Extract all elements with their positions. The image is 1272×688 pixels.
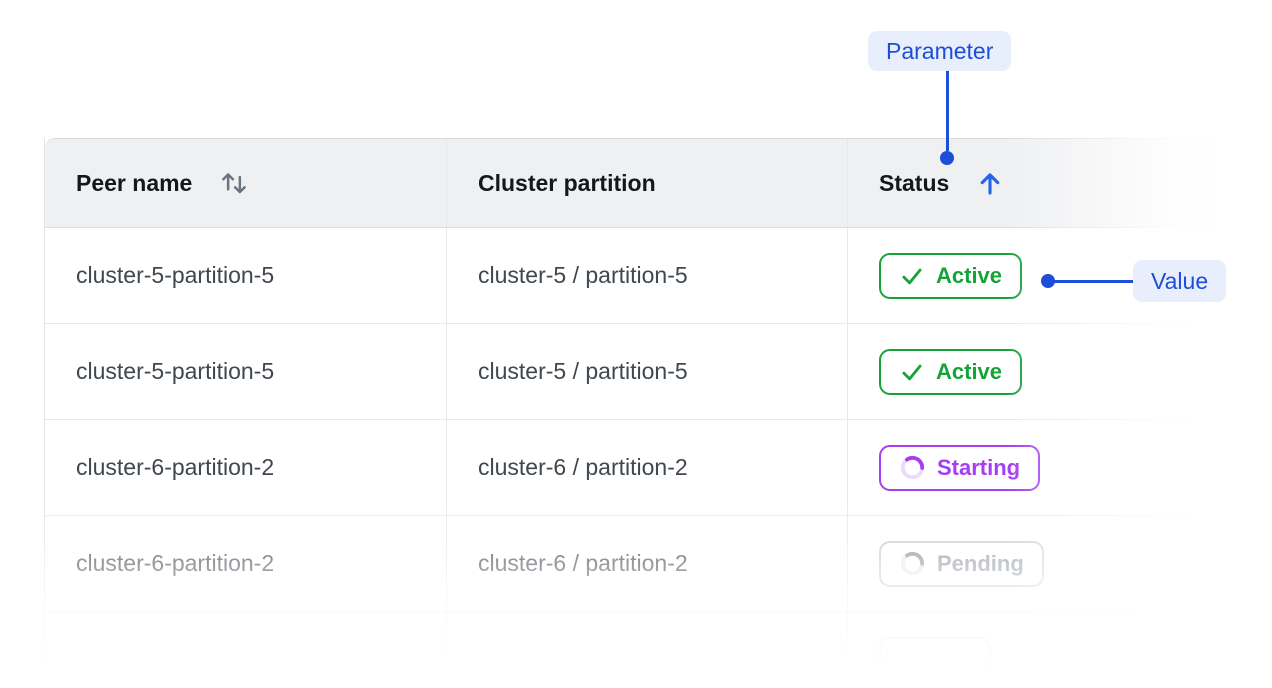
status-label: Active (936, 358, 1003, 384)
check-icon (902, 364, 922, 380)
column-label: Peer name (76, 169, 193, 196)
column-header-status[interactable]: Status (848, 139, 1272, 227)
status-badge (879, 636, 991, 683)
peer-name-cell: cluster-5-partition-5 (45, 228, 447, 323)
spinner-icon (900, 455, 925, 480)
status-cell: Active (848, 324, 1272, 419)
sort-both-icon[interactable] (218, 167, 250, 199)
value-annotation-pill: Value (1133, 260, 1227, 302)
table-row[interactable]: cluster-5-partition-5 cluster-5 / partit… (45, 228, 1272, 324)
column-label: Cluster partition (478, 169, 656, 196)
table-header-row: Peer name Cluster partition Status (45, 138, 1272, 228)
column-label: Status (879, 169, 950, 196)
status-badge-pending: Pending (879, 540, 1044, 587)
peer-name-cell: cluster-6-partition-2 (45, 420, 447, 515)
status-cell: Pending (848, 516, 1272, 611)
parameter-annotation-pill: Parameter (868, 31, 1012, 71)
status-badge-active: Active (879, 348, 1023, 395)
value-connector-line (1048, 280, 1133, 283)
cluster-partition-cell: cluster-6 / partition-2 (447, 420, 848, 515)
parameter-connector-line (946, 71, 949, 151)
column-header-peer-name[interactable]: Peer name (45, 139, 447, 227)
status-cell: Active (848, 228, 1272, 323)
cluster-partition-cell: cluster-5 / partition-5 (447, 324, 848, 419)
cluster-partition-cell: cluster-6 / partition-2 (447, 516, 848, 611)
status-cell: Starting (848, 420, 1272, 515)
peer-name-cell (45, 612, 447, 688)
status-label: Starting (937, 454, 1021, 480)
cluster-partition-cell (447, 612, 848, 688)
table-row[interactable]: cluster-6-partition-2 cluster-6 / partit… (45, 516, 1272, 612)
status-label: Pending (937, 550, 1024, 576)
arrow-up-icon[interactable] (975, 168, 1005, 198)
peer-name-cell: cluster-5-partition-5 (45, 324, 447, 419)
table-row[interactable]: cluster-6-partition-2 cluster-6 / partit… (45, 420, 1272, 516)
status-label: Active (936, 262, 1003, 288)
cluster-partition-cell: cluster-5 / partition-5 (447, 228, 848, 323)
table-row[interactable]: cluster-5-partition-5 cluster-5 / partit… (45, 324, 1272, 420)
spinner-icon (900, 551, 925, 576)
check-icon (902, 268, 922, 284)
status-cell (848, 612, 1272, 688)
column-header-cluster-partition[interactable]: Cluster partition (447, 139, 848, 227)
status-badge-starting: Starting (879, 444, 1041, 491)
status-badge-active: Active (879, 252, 1023, 299)
parameter-connector-dot (940, 151, 954, 165)
table-row[interactable] (45, 612, 1272, 688)
peer-name-cell: cluster-6-partition-2 (45, 516, 447, 611)
peers-table: Peer name Cluster partition Status clust… (44, 138, 1272, 688)
